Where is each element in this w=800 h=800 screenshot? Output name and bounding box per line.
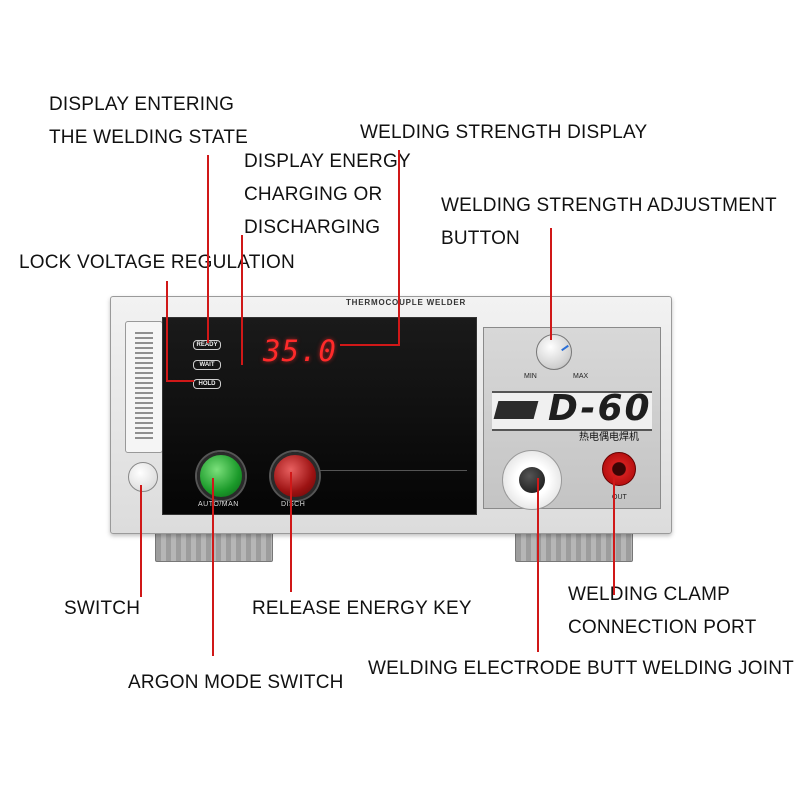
knob-indicator-mark bbox=[561, 344, 569, 352]
label-energy-line3: DISCHARGING bbox=[244, 217, 381, 238]
level-meter-bars bbox=[135, 332, 153, 442]
knob-min-label: MIN bbox=[524, 373, 537, 380]
device-foot-left bbox=[155, 530, 273, 562]
label-strength-display: WELDING STRENGTH DISPLAY bbox=[360, 122, 648, 143]
label-welding-state-line1: DISPLAY ENTERING bbox=[49, 94, 235, 115]
level-meter bbox=[125, 321, 163, 453]
leader-switch-v bbox=[140, 485, 142, 597]
leader-strength-h bbox=[340, 344, 400, 346]
electrode-butt-welding-joint[interactable] bbox=[502, 450, 562, 510]
label-welding-state: DISPLAY ENTERING THE WELDING STATE bbox=[49, 88, 248, 154]
leader-energy-v bbox=[241, 235, 243, 365]
label-lock-voltage: LOCK VOLTAGE REGULATION bbox=[19, 252, 295, 273]
knob-max-label: MAX bbox=[573, 373, 589, 380]
label-welding-state-line2: THE WELDING STATE bbox=[49, 127, 249, 148]
disch-label: DISCH bbox=[281, 501, 306, 508]
leader-electrode-v bbox=[537, 478, 539, 652]
out-port-label: OUT bbox=[612, 494, 627, 501]
leader-release-v bbox=[290, 472, 292, 592]
label-energy-charging: DISPLAY ENERGY CHARGING OR DISCHARGING bbox=[244, 145, 411, 244]
label-welding-clamp-port: WELDING CLAMP CONNECTION PORT bbox=[568, 578, 756, 644]
panel-divider bbox=[295, 470, 467, 471]
label-clamp-line1: WELDING CLAMP bbox=[568, 584, 731, 605]
power-switch-button[interactable] bbox=[128, 462, 158, 492]
label-switch: SWITCH bbox=[64, 598, 141, 619]
leader-lock-v bbox=[166, 281, 168, 381]
indicator-wait: WAIT bbox=[193, 360, 221, 370]
thermocouple-welder-device: THERMOCOUPLE WELDER READY WAIT HOLD 35.0… bbox=[110, 296, 672, 534]
strength-display: 35.0 bbox=[263, 334, 337, 368]
label-adjust-line2: BUTTON bbox=[441, 228, 520, 249]
control-panel: READY WAIT HOLD 35.0 AUTO/MAN DISCH bbox=[162, 317, 477, 515]
device-foot-right bbox=[515, 530, 633, 562]
leader-lock-h bbox=[166, 380, 194, 382]
electrode-joint-core bbox=[519, 467, 545, 493]
leader-strength-v bbox=[398, 150, 400, 345]
welding-clamp-port[interactable] bbox=[602, 452, 636, 486]
model-logo-block bbox=[493, 401, 539, 419]
label-release-energy-key: RELEASE ENERGY KEY bbox=[252, 598, 472, 619]
label-energy-line1: DISPLAY ENERGY bbox=[244, 151, 411, 172]
disch-button[interactable] bbox=[271, 452, 319, 500]
label-argon-mode-switch: ARGON MODE SWITCH bbox=[128, 672, 344, 693]
leader-argon-v bbox=[212, 478, 214, 656]
model-subtitle: 热电偶电焊机 bbox=[579, 432, 639, 443]
label-energy-line2: CHARGING OR bbox=[244, 184, 383, 205]
leader-welding-state-v bbox=[207, 155, 209, 343]
label-strength-adjustment: WELDING STRENGTH ADJUSTMENT BUTTON bbox=[441, 189, 777, 255]
leader-adjust-v bbox=[550, 228, 552, 340]
right-panel: MIN MAX D-60 热电偶电焊机 OUT bbox=[483, 327, 661, 510]
strength-adjustment-knob[interactable] bbox=[536, 334, 572, 370]
auto-man-button[interactable] bbox=[197, 452, 245, 500]
panel-title: THERMOCOUPLE WELDER bbox=[346, 298, 467, 307]
label-electrode-joint: WELDING ELECTRODE BUTT WELDING JOINT bbox=[368, 658, 794, 679]
label-adjust-line1: WELDING STRENGTH ADJUSTMENT bbox=[441, 195, 777, 216]
leader-clamp-v bbox=[613, 475, 615, 595]
indicator-hold: HOLD bbox=[193, 379, 221, 389]
model-name: D-60 bbox=[548, 388, 652, 429]
model-badge: D-60 bbox=[492, 388, 652, 431]
label-clamp-line2: CONNECTION PORT bbox=[568, 617, 757, 638]
auto-man-label: AUTO/MAN bbox=[198, 501, 239, 508]
